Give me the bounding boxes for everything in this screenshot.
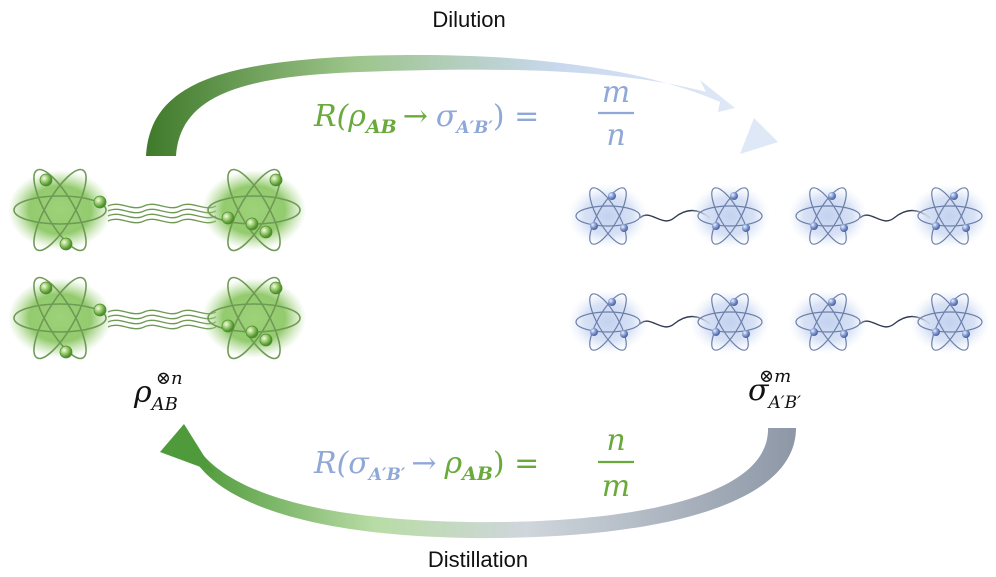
atom-icon <box>201 162 307 258</box>
sigma-symbol: σ <box>436 99 458 134</box>
rate-formula-distillation: R(σA′B′→ρAB) = n m <box>313 423 634 504</box>
atom-icon <box>689 182 771 250</box>
atom-icon <box>909 288 991 356</box>
arrow-symbol: → <box>403 99 428 134</box>
atom-icon <box>7 162 113 258</box>
green-pair-bottom <box>7 270 307 366</box>
blue-pair-4 <box>787 288 991 356</box>
fraction-denominator: m <box>602 469 630 504</box>
atom-icon <box>909 182 991 250</box>
sigma-subscript: A′B′ <box>454 118 493 138</box>
rate-suffix: ) = <box>493 99 539 134</box>
svg-text:R(ρAB→σA′B′) =: R(ρAB →σA′B′) = <box>313 99 539 138</box>
arrow-symbol: → <box>411 446 436 481</box>
rate-prefix: R( <box>313 99 350 134</box>
atom-icon <box>201 270 307 366</box>
rho-symbol: ρ <box>443 446 462 481</box>
atom-icon <box>567 182 649 250</box>
rate-prefix: R( <box>313 446 350 481</box>
rate-suffix: ) = <box>493 446 539 481</box>
rate-formula-dilution: R(ρAB →σA′B′) = m n <box>313 75 634 153</box>
atom-icon <box>567 288 649 356</box>
distillation-label: Distillation <box>428 547 528 572</box>
green-pair-top <box>7 162 307 258</box>
fraction-numerator: m <box>602 75 630 110</box>
state-label-rho: ρAB⊗n <box>133 368 183 415</box>
blue-pair-1 <box>567 182 771 250</box>
fraction-denominator: n <box>606 118 625 153</box>
rho-symbol: ρ <box>347 99 366 134</box>
blue-pair-2 <box>787 182 991 250</box>
entangled-link-icon <box>107 309 217 330</box>
fraction-numerator: n <box>606 423 625 458</box>
atom-icon <box>787 288 869 356</box>
rho-subscript: AB <box>460 463 493 485</box>
entangled-link-icon <box>107 203 217 224</box>
atom-icon <box>787 182 869 250</box>
dilution-label: Dilution <box>432 7 505 32</box>
distillation-arrow <box>160 424 796 539</box>
state-label-sigma: σA′B′⊗m <box>748 366 801 413</box>
svg-text:R(σA′B′→ρAB) =: R(σA′B′→ρAB) = <box>313 446 539 485</box>
blue-pair-3 <box>567 288 771 356</box>
rho-subscript: AB <box>364 116 397 138</box>
sigma-subscript: A′B′ <box>367 465 406 485</box>
dilution-arrow <box>146 54 778 157</box>
atom-icon <box>689 288 771 356</box>
sigma-symbol: σ <box>348 446 370 481</box>
atom-icon <box>7 270 113 366</box>
